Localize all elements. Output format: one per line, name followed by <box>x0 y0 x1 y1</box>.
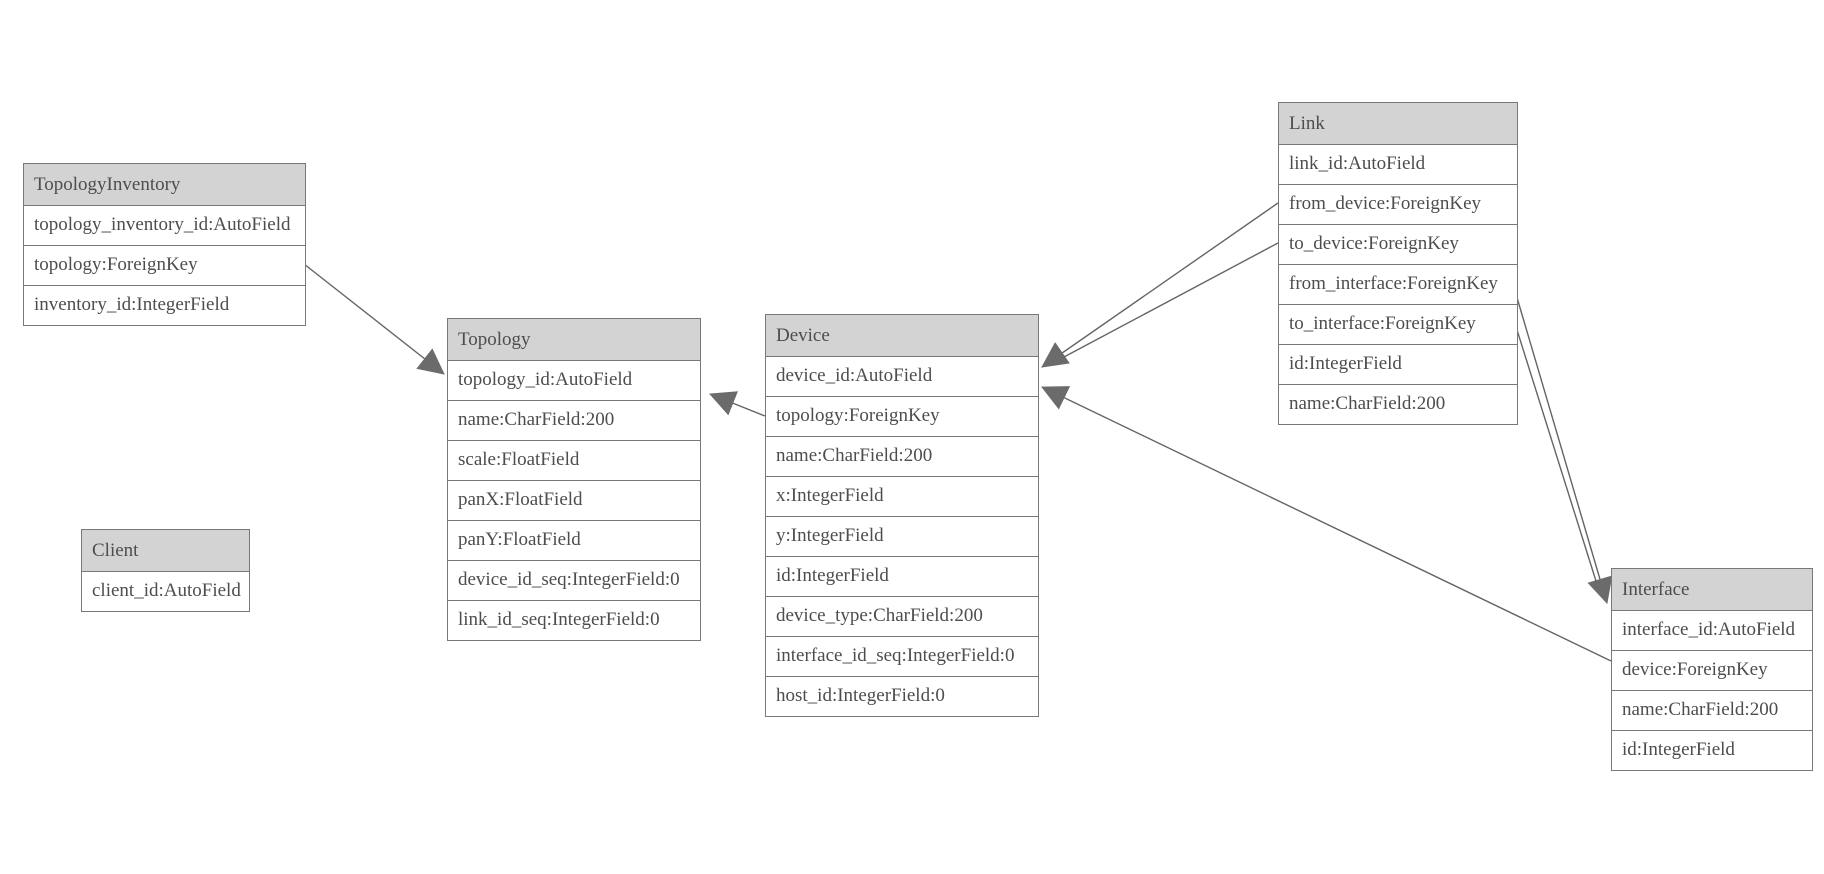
entity-field: device_type:CharField:200 <box>766 596 1038 636</box>
entity-field: from_device:ForeignKey <box>1279 184 1517 224</box>
relationship-link-from-device <box>1041 202 1279 368</box>
entity-field: inventory_id:IntegerField <box>24 285 305 325</box>
entity-field: client_id:AutoField <box>82 571 249 611</box>
entity-field: topology_id:AutoField <box>448 360 700 400</box>
relationship-device-topology <box>709 391 766 417</box>
entity-field: device:ForeignKey <box>1612 650 1812 690</box>
entity-field: id:IntegerField <box>1279 344 1517 384</box>
entity-field: from_interface:ForeignKey <box>1279 264 1517 304</box>
entity-field: y:IntegerField <box>766 516 1038 556</box>
entity-field: link_id:AutoField <box>1279 144 1517 184</box>
entity-field: link_id_seq:IntegerField:0 <box>448 600 700 640</box>
entity-field: host_id:IntegerField:0 <box>766 676 1038 716</box>
entity-field: to_interface:ForeignKey <box>1279 304 1517 344</box>
entity-title: Client <box>82 530 249 571</box>
entity-title: Device <box>766 315 1038 356</box>
relationship-link-to-device <box>1063 242 1279 358</box>
entity-field: name:CharField:200 <box>1612 690 1812 730</box>
entity-field: to_device:ForeignKey <box>1279 224 1517 264</box>
entity-title: Link <box>1279 103 1517 144</box>
entity-field: panY:FloatField <box>448 520 700 560</box>
entity-field: topology:ForeignKey <box>24 245 305 285</box>
entity-field: id:IntegerField <box>766 556 1038 596</box>
relationship-interface-device <box>1041 386 1612 662</box>
entity-field: x:IntegerField <box>766 476 1038 516</box>
entity-field: device_id:AutoField <box>766 356 1038 396</box>
entity-field: topology:ForeignKey <box>766 396 1038 436</box>
entity-field: name:CharField:200 <box>766 436 1038 476</box>
entity-field: device_id_seq:IntegerField:0 <box>448 560 700 600</box>
relationship-link-from-interface <box>1512 283 1613 604</box>
entity-title: Interface <box>1612 569 1812 610</box>
entity-field: name:CharField:200 <box>1279 384 1517 424</box>
entity-field: interface_id:AutoField <box>1612 610 1812 650</box>
relationship-topologyinventory-topology <box>303 263 445 375</box>
entity-field: interface_id_seq:IntegerField:0 <box>766 636 1038 676</box>
entity-field: name:CharField:200 <box>448 400 700 440</box>
entity-field: panX:FloatField <box>448 480 700 520</box>
entity-field: scale:FloatField <box>448 440 700 480</box>
entity-title: TopologyInventory <box>24 164 305 205</box>
entity-field: id:IntegerField <box>1612 730 1812 770</box>
entity-field: topology_inventory_id:AutoField <box>24 205 305 245</box>
relationship-link-to-interface <box>1516 329 1597 582</box>
entity-title: Topology <box>448 319 700 360</box>
